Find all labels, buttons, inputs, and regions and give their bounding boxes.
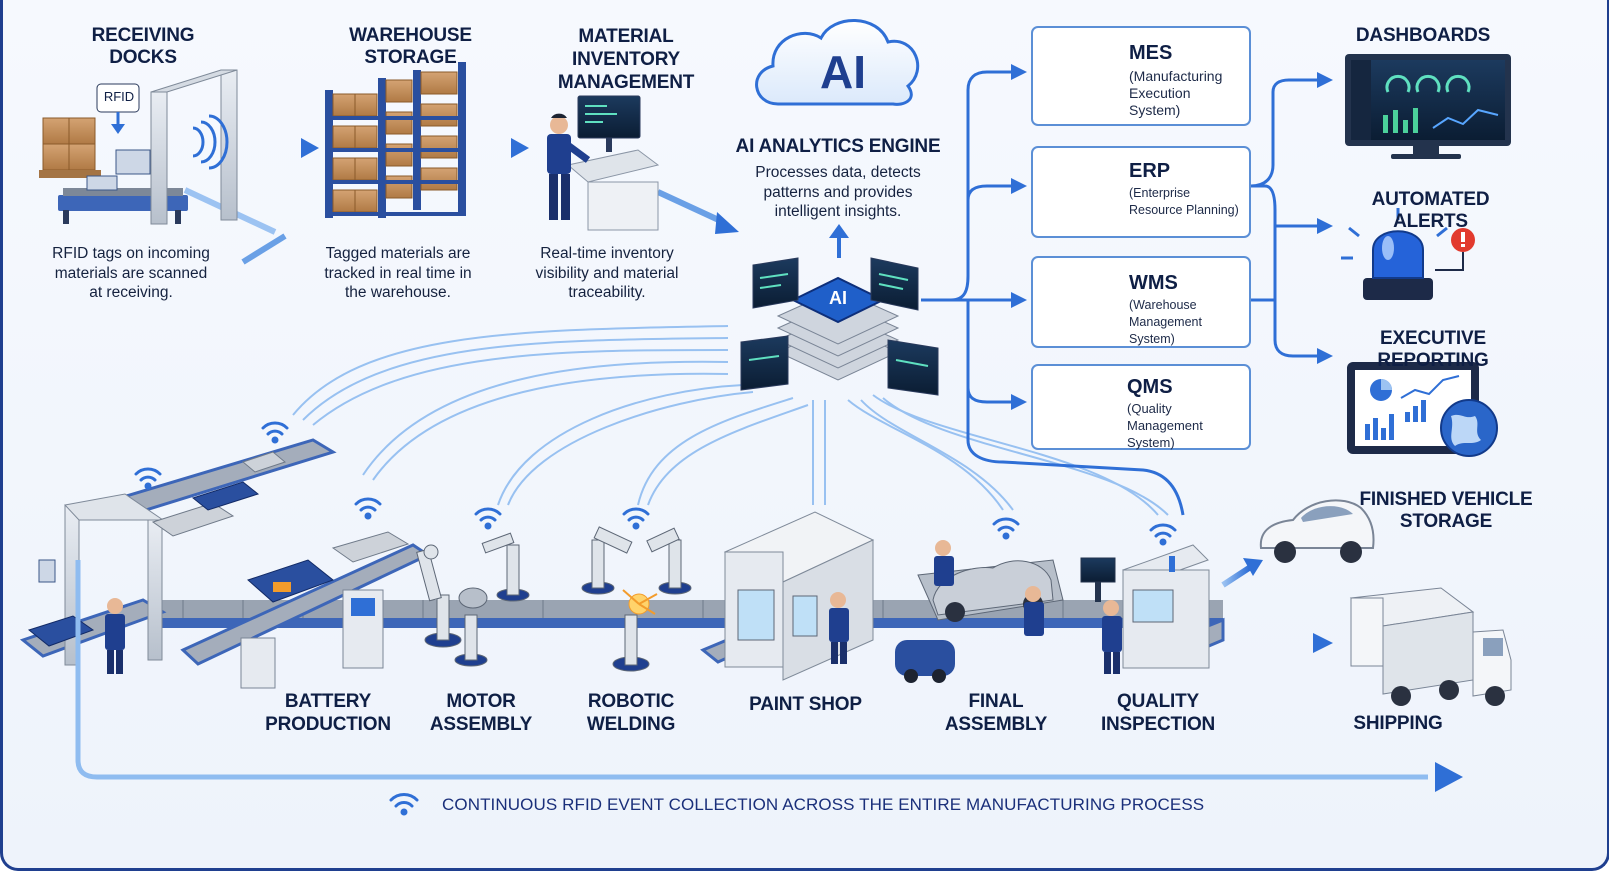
truck-icon xyxy=(1349,587,1512,706)
rfid-collection-line xyxy=(75,560,1463,792)
system-name-mes: MES xyxy=(1129,42,1173,64)
stage-desc-inventory: Real-time inventory visibility and mater… xyxy=(535,245,679,301)
system-box-qms: QMS (Quality Management System) xyxy=(1031,364,1251,450)
alert-beacon-icon xyxy=(1341,208,1475,300)
hub-to-systems-connectors xyxy=(921,70,1185,516)
warehouse-storage-scene xyxy=(325,62,466,218)
shipping-label: SHIPPING xyxy=(1353,713,1443,734)
cloud-icon xyxy=(755,19,920,106)
globe-icon xyxy=(1440,399,1498,457)
data-stream-lines xyxy=(292,325,1169,516)
diagram-artwork xyxy=(19,19,1512,816)
output-executive-reporting: EXECUTIVE REPORTING xyxy=(1377,328,1489,371)
receiving-docks-scene xyxy=(39,69,238,225)
dashboard-monitor-icon xyxy=(1345,54,1511,159)
system-full-erp: (Enterprise Resource Planning) xyxy=(1129,186,1239,217)
ai-engine-title: AI ANALYTICS ENGINE xyxy=(735,136,941,157)
system-name-wms: WMS xyxy=(1129,272,1178,294)
system-name-erp: ERP xyxy=(1129,160,1171,182)
footer-caption: CONTINUOUS RFID EVENT COLLECTION ACROSS … xyxy=(442,795,1205,814)
stage-desc-receiving: RFID tags on incoming materials are scan… xyxy=(52,245,210,301)
line-stage-welding: ROBOTIC WELDING xyxy=(586,691,676,735)
ai-hub-device xyxy=(740,257,939,396)
inventory-workstation-scene xyxy=(547,95,660,231)
car-icon xyxy=(1259,499,1375,563)
stage-title-inventory: MATERIAL INVENTORY MANAGEMENT xyxy=(557,26,695,93)
system-box-mes: MES (Manufacturing Execution System) xyxy=(1031,26,1251,126)
finished-vehicle-storage-label: FINISHED VEHICLE STORAGE xyxy=(1359,489,1533,532)
line-stage-final: FINAL ASSEMBLY xyxy=(944,691,1048,735)
line-stage-quality: QUALITY INSPECTION xyxy=(1100,691,1216,735)
system-full-wms: (Warehouse Management System) xyxy=(1129,298,1202,346)
control-kiosk xyxy=(240,589,384,689)
battery-modules xyxy=(27,451,410,647)
system-box-erp: ERP (Enterprise Resource Planning) xyxy=(1031,146,1251,238)
ai-engine-desc: Processes data, detects patterns and pro… xyxy=(755,164,921,220)
stage-title-warehouse: WAREHOUSE STORAGE xyxy=(349,25,472,68)
system-full-qms: (Quality Management System) xyxy=(1127,401,1203,450)
stage-title-receiving: RECEIVING DOCKS xyxy=(91,25,195,68)
line-stage-motor: MOTOR ASSEMBLY xyxy=(429,691,533,735)
footer-wifi-icon xyxy=(389,793,419,816)
top-flow-arrows xyxy=(183,138,739,265)
line-stage-paint: PAINT SHOP xyxy=(749,694,862,715)
wifi-icons-line xyxy=(134,421,1177,546)
paint-shop-booth xyxy=(723,511,875,681)
line-stage-battery: BATTERY PRODUCTION xyxy=(265,691,391,735)
welding-robots xyxy=(581,526,692,672)
output-dashboards: DASHBOARDS xyxy=(1355,25,1491,46)
final-assembly-scene xyxy=(895,540,1116,683)
ai-up-arrow xyxy=(829,224,849,258)
system-full-mes: (Manufacturing Execution System) xyxy=(1129,68,1223,118)
systems-to-outputs-connectors xyxy=(1250,78,1321,358)
output-automated-alerts: AUTOMATED ALERTS xyxy=(1371,189,1490,232)
output-arrowheads xyxy=(1317,72,1333,364)
stage-desc-warehouse: Tagged materials are tracked in real tim… xyxy=(324,245,472,301)
rfid-tag-label: RFID xyxy=(103,89,135,104)
system-name-qms: QMS xyxy=(1127,376,1173,398)
ai-cloud-label: AI xyxy=(820,46,866,98)
system-box-wms: WMS (Warehouse Management System) xyxy=(1031,256,1251,348)
logistics-arrows xyxy=(1221,558,1333,653)
ai-chip-label: AI xyxy=(829,288,847,308)
system-arrowheads xyxy=(1011,64,1027,410)
quality-inspection-station xyxy=(1102,544,1210,674)
motor-assembly-robots xyxy=(416,532,530,667)
